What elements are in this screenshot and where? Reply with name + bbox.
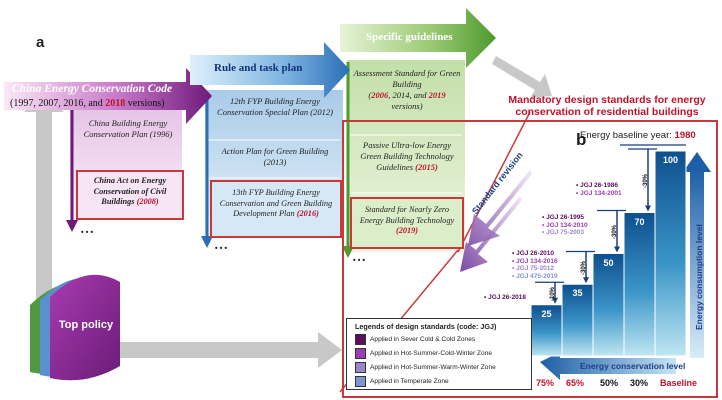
act-text: China Act on Energy Conservation of Civi… xyxy=(93,176,167,206)
top-policy-stack xyxy=(30,274,120,381)
panel-b-frame xyxy=(342,120,718,398)
baseline-year: Energy baseline year: 1980 xyxy=(580,130,696,141)
building-plan-1996: China Building Energy Conservation Plan … xyxy=(83,118,173,139)
standard-code: • JGJ 134-2001 xyxy=(576,189,622,197)
legend-label: Applied in Sever Cold & Cold Zones xyxy=(370,336,476,343)
rule-task-title: Rule and task plan xyxy=(214,62,303,74)
standard-code: • JGJ 75-2012 xyxy=(512,265,555,272)
passive-ultra-low: Passive Ultra-low Energy Green Building … xyxy=(360,140,454,172)
consumption-level-label: Energy consumption level xyxy=(694,224,704,330)
reduction-label: -10% xyxy=(550,286,556,301)
conservation-level-label: Energy conservation level xyxy=(580,361,686,371)
consumption-level-arrow xyxy=(690,168,704,358)
red-connector-lines xyxy=(457,111,531,253)
bar-value-label: 25 xyxy=(541,308,552,319)
legend-box: Legends of design standards (code: JGJ) … xyxy=(346,318,532,390)
standard-code: • JGJ 26-1995 xyxy=(542,214,585,221)
legend-label: Applied in Temperate Zone xyxy=(370,378,449,385)
legend-label: Applied in Hot-Summer-Warm-Winter Zone xyxy=(370,364,496,371)
ellipsis-col2: … xyxy=(214,238,228,253)
legend-swatch xyxy=(355,376,366,387)
conservation-level-value: Baseline xyxy=(660,378,698,388)
conservation-level-value: 50% xyxy=(600,378,619,388)
bar-value-label: 50 xyxy=(603,257,614,268)
column-down-arrows xyxy=(66,62,354,258)
reduction-label: -30% xyxy=(643,173,649,188)
reduction-label: -30% xyxy=(612,225,618,240)
conservation-level-value: 75% xyxy=(536,378,555,388)
standard-code: • JGJ 75-2003 xyxy=(542,229,585,236)
reduction-arrowhead xyxy=(552,297,558,304)
energy-bars xyxy=(530,144,687,357)
standard-code: • JGJ 26-1986 xyxy=(576,182,619,189)
reduction-arrowhead xyxy=(614,246,620,253)
bar-value-label: 100 xyxy=(662,155,679,165)
standard-code: • JGJ 134-2016 xyxy=(512,257,558,265)
standard-code: • JGJ 475-2019 xyxy=(512,272,558,280)
reduction-label: -30% xyxy=(581,260,587,275)
bar-value-label: 70 xyxy=(634,216,645,227)
conservation-level-arrow xyxy=(540,352,676,380)
grey-flow-arrows xyxy=(24,56,552,368)
standard-code: • JGJ 26-2018 xyxy=(484,294,527,301)
legend-item: Applied in Temperate Zone xyxy=(355,376,449,387)
legend-item: Applied in Hot-Summer-Cold-Winter Zone xyxy=(355,348,492,359)
panel-label-b: b xyxy=(576,130,587,149)
legend-label: Applied in Hot-Summer-Cold-Winter Zone xyxy=(370,350,493,357)
conservation-level-value: 65% xyxy=(566,378,585,388)
arrow-energy-code xyxy=(4,68,212,124)
panel-label-a: a xyxy=(36,34,45,51)
standard-code: • JGJ 134-2010 xyxy=(542,221,588,229)
energy-bar xyxy=(561,283,594,357)
nzeb-box: Standard for Nearly Zero Energy Building… xyxy=(350,197,464,249)
act-box: China Act on Energy Conservation of Civi… xyxy=(76,170,184,220)
legend-title: Legends of design standards (code: JGJ) xyxy=(355,322,497,331)
legend-swatch xyxy=(355,334,366,345)
fyp-12-plan: 12th FYP Building Energy Conservation Sp… xyxy=(217,96,333,117)
legend-item: Applied in Sever Cold & Cold Zones xyxy=(355,334,475,345)
nzeb-text: Standard for Nearly Zero Energy Building… xyxy=(359,205,455,235)
top-policy-label: Top policy xyxy=(58,319,114,331)
ellipsis-col3: … xyxy=(352,250,366,265)
guidelines-title: Specific guidelines xyxy=(366,31,453,43)
mandatory-title: Mandatory design standards for energy co… xyxy=(508,94,706,118)
arrow-specific-guidelines xyxy=(340,8,496,68)
standard-code: • JGJ 26-2010 xyxy=(512,250,555,257)
conservation-level-value: 30% xyxy=(630,378,649,388)
energy-code-versions: (1997, 2007, 2016, and 2018 versions) xyxy=(10,98,165,109)
fyp-13-box: 13th FYP Building Energy Conservation an… xyxy=(210,180,342,238)
legend-swatch xyxy=(355,348,366,359)
reduction-arrowhead xyxy=(645,205,651,212)
action-plan-green: Action Plan for Green Building (2013) xyxy=(221,146,329,167)
fyp-13-text: 13th FYP Building Energy Conservation an… xyxy=(219,188,333,218)
arrow-rule-task xyxy=(190,42,350,98)
legend-item: Applied in Hot-Summer-Warm-Winter Zone xyxy=(355,362,496,373)
green-building-standard: Assessment Standard for Green Building(2… xyxy=(353,68,461,111)
ellipsis-col1: … xyxy=(80,222,94,237)
legend-swatch xyxy=(355,362,366,373)
reduction-arrowhead xyxy=(583,277,589,284)
energy-code-title: China Energy Conservation Code xyxy=(12,83,173,95)
bar-value-label: 35 xyxy=(572,288,583,299)
